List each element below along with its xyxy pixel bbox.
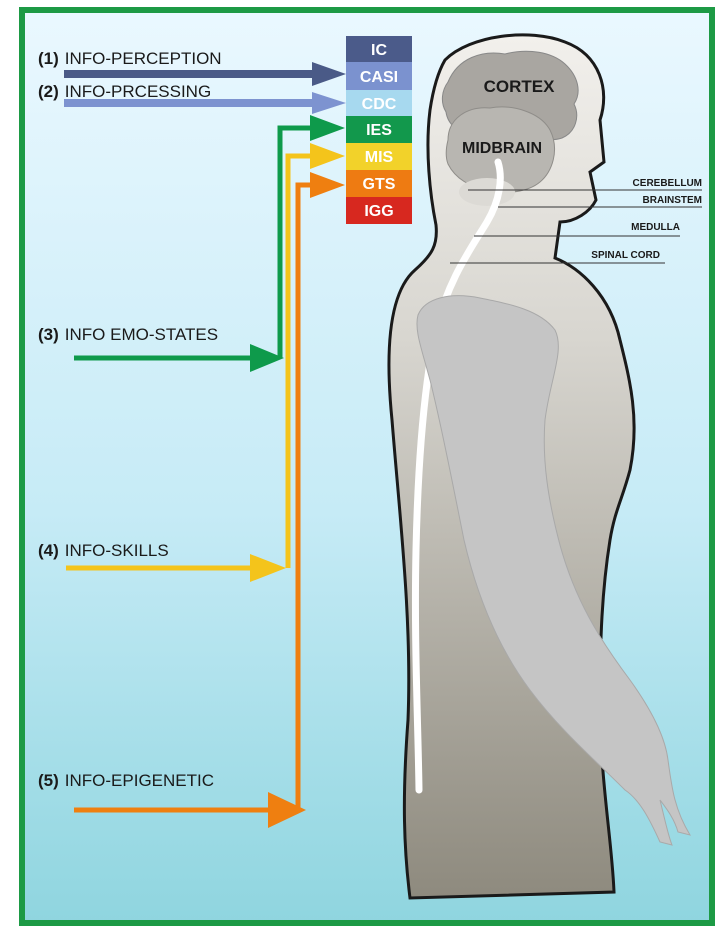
cerebellum-region <box>459 178 515 206</box>
input-label-emo-states: (3)INFO EMO-STATES <box>38 325 218 344</box>
brainstem-label: BRAINSTEM <box>643 195 702 206</box>
medulla-label: MEDULLA <box>631 222 680 233</box>
input-label-processing: (2)INFO-PRCESSING <box>38 82 211 101</box>
code-label-casi: CASI <box>360 69 398 86</box>
input-label-perception: (1)INFO-PERCEPTION <box>38 49 222 68</box>
spinal-cord-label: SPINAL CORD <box>591 250 660 261</box>
code-label-ic: IC <box>371 42 387 59</box>
code-label-cdc: CDC <box>362 96 397 113</box>
code-label-igg: IGG <box>364 203 393 220</box>
midbrain-label: MIDBRAIN <box>462 140 542 157</box>
code-label-mis: MIS <box>365 149 394 166</box>
code-label-ies: IES <box>366 122 392 139</box>
input-label-skills: (4)INFO-SKILLS <box>38 541 169 560</box>
cerebellum-label: CEREBELLUM <box>633 178 702 189</box>
input-label-epigenetic: (5)INFO-EPIGENETIC <box>38 771 214 790</box>
code-stack: IC CASI CDC IES MIS GTS IGG <box>346 36 412 224</box>
cortex-label: CORTEX <box>484 77 556 96</box>
code-label-gts: GTS <box>363 176 396 193</box>
